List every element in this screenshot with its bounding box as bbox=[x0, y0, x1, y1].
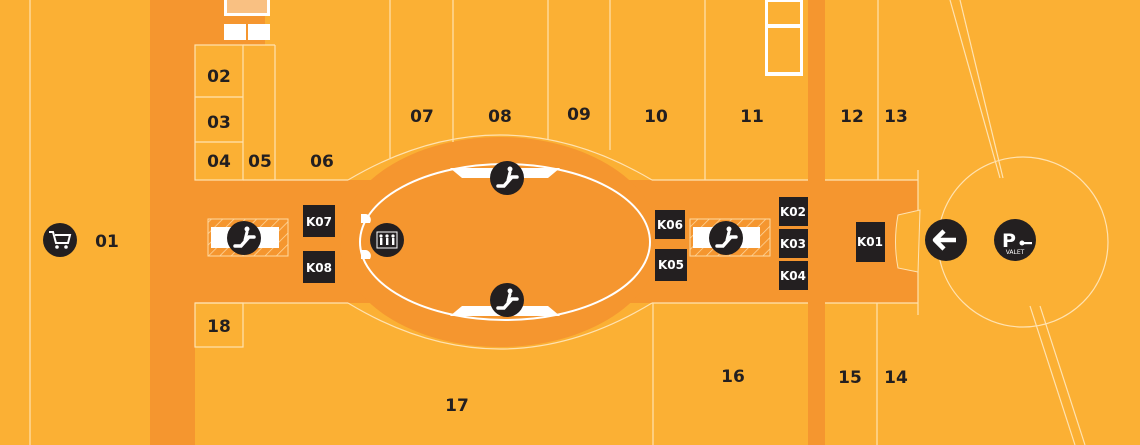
parking-grid bbox=[224, 0, 803, 76]
store-16[interactable]: 16 bbox=[721, 367, 745, 387]
store-09[interactable]: 09 bbox=[567, 105, 591, 125]
escalator-icon[interactable] bbox=[488, 281, 526, 319]
store-15[interactable]: 15 bbox=[838, 368, 862, 388]
store-11[interactable]: 11 bbox=[740, 107, 764, 127]
store-13[interactable]: 13 bbox=[884, 107, 908, 127]
kiosk-k01[interactable]: K01 bbox=[856, 222, 885, 262]
elevator[interactable] bbox=[361, 214, 404, 259]
store-07[interactable]: 07 bbox=[410, 107, 434, 127]
kiosk-k05[interactable]: K05 bbox=[655, 249, 687, 281]
kiosk-k02[interactable]: K02 bbox=[779, 197, 808, 226]
kiosk-k03[interactable]: K03 bbox=[779, 229, 808, 258]
shopping-cart-icon[interactable] bbox=[43, 223, 77, 257]
escalator-left[interactable] bbox=[207, 218, 289, 257]
kiosk-label: K05 bbox=[658, 258, 684, 272]
escalator-icon bbox=[707, 219, 745, 257]
kiosk-label: K02 bbox=[780, 205, 806, 219]
kiosk-k06[interactable]: K06 bbox=[655, 210, 685, 239]
store-06[interactable]: 06 bbox=[310, 152, 334, 172]
valet-parking-icon[interactable]: P VALET bbox=[994, 219, 1036, 261]
store-10[interactable]: 10 bbox=[644, 107, 668, 127]
kiosk-label: K08 bbox=[306, 261, 332, 275]
kiosk-label: K07 bbox=[306, 215, 332, 229]
escalator-icon[interactable] bbox=[488, 159, 526, 197]
kiosk-label: K01 bbox=[857, 235, 883, 249]
store-05[interactable]: 05 bbox=[248, 152, 272, 172]
escalator-icon bbox=[225, 219, 263, 257]
store-12[interactable]: 12 bbox=[840, 107, 864, 127]
kiosk-k04[interactable]: K04 bbox=[779, 261, 808, 290]
kiosk-k07[interactable]: K07 bbox=[303, 205, 335, 237]
store-18[interactable]: 18 bbox=[207, 317, 231, 337]
store-17[interactable]: 17 bbox=[445, 396, 469, 416]
valet-letter: P bbox=[1002, 230, 1016, 252]
store-04[interactable]: 04 bbox=[207, 152, 231, 172]
store-01[interactable]: 01 bbox=[95, 232, 119, 252]
store-03[interactable]: 03 bbox=[207, 113, 231, 133]
store-08[interactable]: 08 bbox=[488, 107, 512, 127]
arrow-left-icon[interactable] bbox=[925, 219, 967, 261]
store-14[interactable]: 14 bbox=[884, 368, 908, 388]
kiosk-k08[interactable]: K08 bbox=[303, 251, 335, 283]
store-02[interactable]: 02 bbox=[207, 67, 231, 87]
kiosk-label: K06 bbox=[657, 218, 683, 232]
valet-label: VALET bbox=[1006, 249, 1025, 256]
entrance-door bbox=[895, 209, 921, 273]
kiosk-label: K04 bbox=[780, 269, 806, 283]
kiosk-label: K03 bbox=[780, 237, 806, 251]
escalator-right[interactable] bbox=[689, 218, 771, 257]
